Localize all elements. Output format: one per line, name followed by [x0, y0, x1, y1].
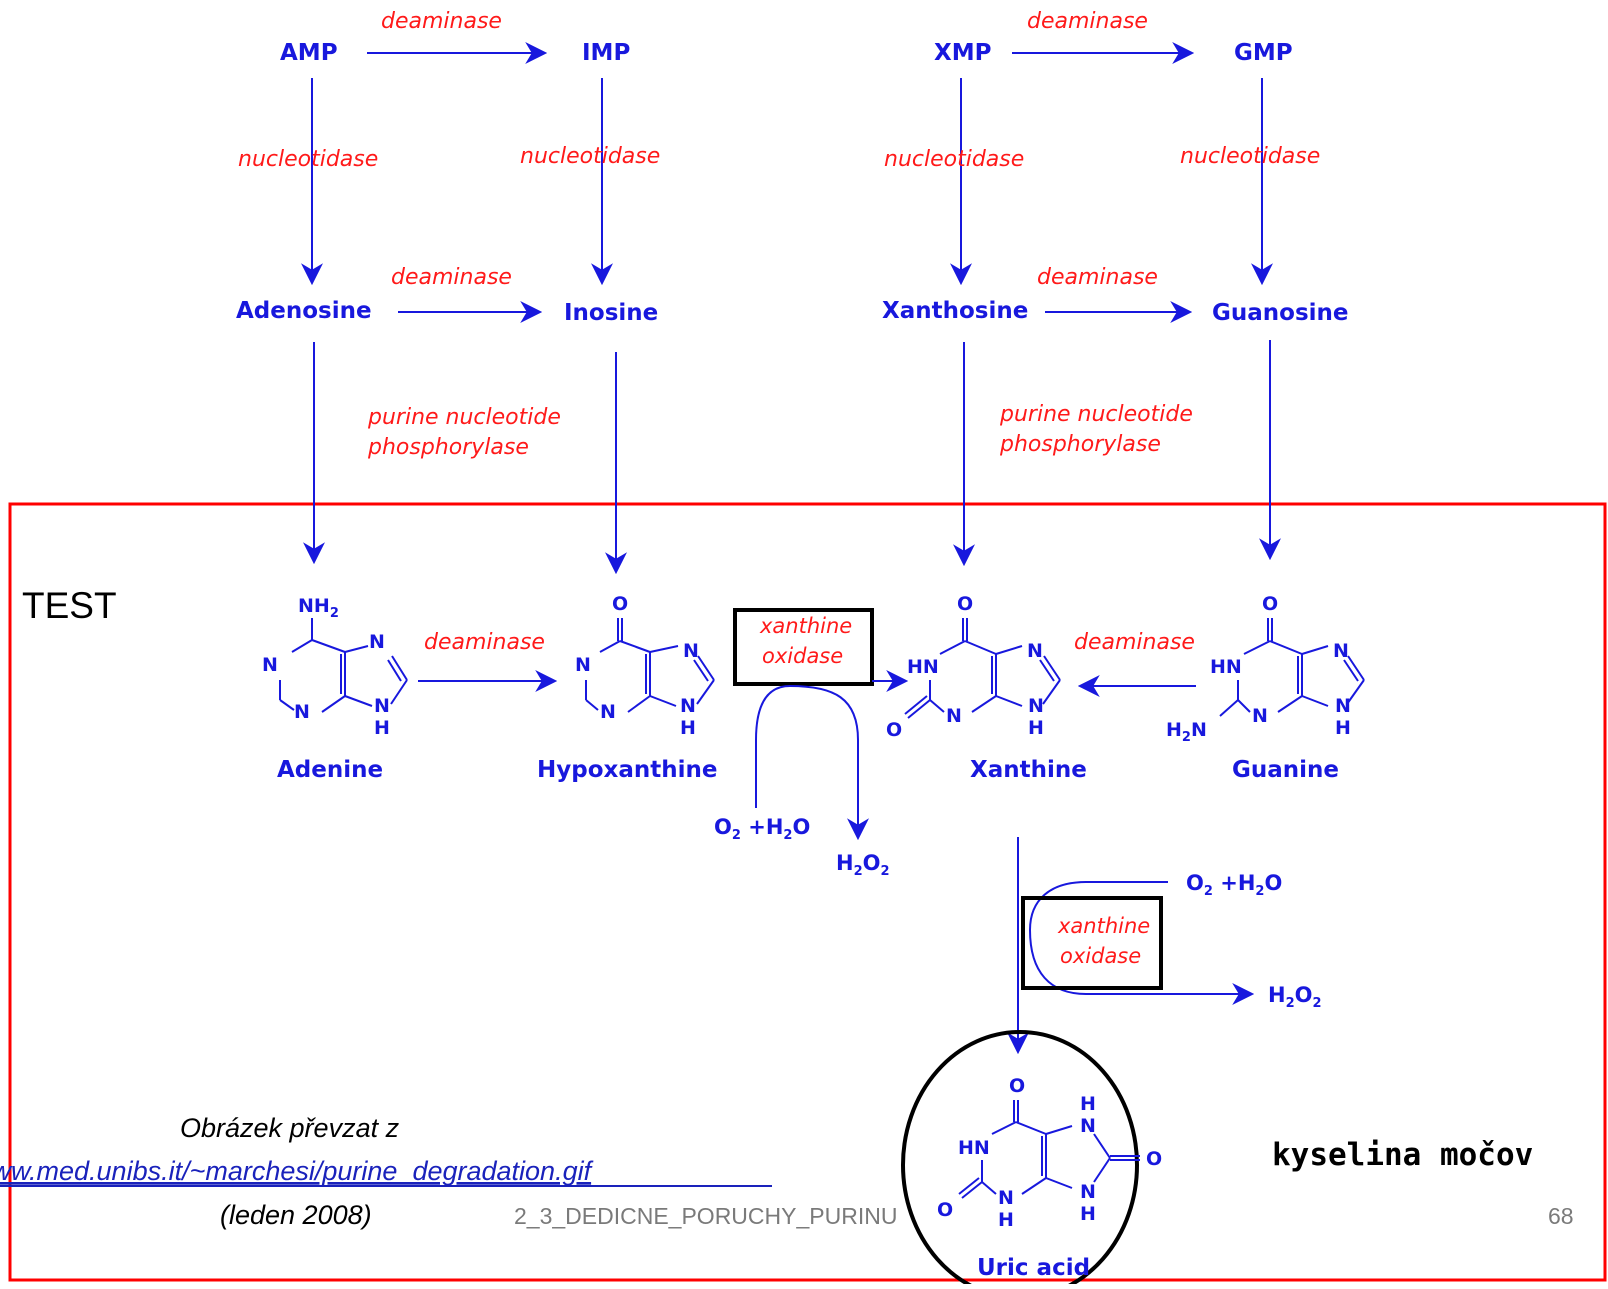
hypoxanthine-h9: H	[680, 717, 696, 739]
xanthine-structure	[904, 618, 1061, 719]
credit-link[interactable]: www.med.unibs.it/~marchesi/purine_degrad…	[0, 1156, 594, 1186]
highlight-frame	[8, 502, 1607, 1282]
enzyme-nucleotidase-4: nucleotidase	[1180, 144, 1320, 169]
adenine-n9: N	[374, 695, 390, 717]
uric-acid-h3: H	[998, 1209, 1014, 1231]
compound-xmp: XMP	[934, 40, 991, 66]
hypoxanthine-n3: N	[600, 701, 616, 723]
cofactor-loop-2	[1028, 881, 1255, 1005]
guanine-o6: O	[1262, 593, 1278, 615]
uric-acid-o8: O	[1146, 1148, 1162, 1170]
enzyme-xanthine-oxidase-1-line2: oxidase	[762, 644, 843, 668]
guanine-hn1: HN	[1210, 656, 1242, 678]
credit-line3: (leden 2008)	[220, 1200, 372, 1230]
uric-acid-structure	[958, 1100, 1140, 1199]
adenine-nh2: NH2	[298, 595, 339, 621]
reagent-h2o2-2: H2O2	[1268, 983, 1322, 1011]
guanine-n3: N	[1252, 705, 1268, 727]
footer-filename: 2_3_DEDICNE_PORUCHY_PURINU	[514, 1203, 897, 1229]
uric-acid-n3: N	[998, 1187, 1014, 1209]
enzyme-nucleotidase-1: nucleotidase	[238, 147, 378, 172]
enzyme-pnp-2-line2: phosphorylase	[999, 432, 1161, 457]
reagent-o2-h2o-1: O2 +H2O	[714, 815, 810, 843]
adenine-n7: N	[369, 631, 385, 653]
hypoxanthine-structure	[585, 618, 715, 713]
xanthine-h9: H	[1028, 717, 1044, 739]
guanine-n9: N	[1335, 695, 1351, 717]
enzyme-pnp-1-line2: phosphorylase	[367, 435, 529, 460]
uric-acid-n9: N	[1080, 1181, 1096, 1203]
xanthine-n9: N	[1028, 695, 1044, 717]
xanthine-o2: O	[886, 719, 902, 741]
xanthine-o6: O	[957, 593, 973, 615]
enzyme-nucleotidase-3: nucleotidase	[884, 147, 1024, 172]
uric-acid-hn1: HN	[958, 1137, 990, 1159]
reagent-o2-h2o-2: O2 +H2O	[1186, 871, 1282, 899]
enzyme-deaminase-xmp: deaminase	[1027, 9, 1148, 34]
guanine-n7: N	[1333, 640, 1349, 662]
compound-hypoxanthine: Hypoxanthine	[537, 757, 717, 783]
reagent-h2o2-1: H2O2	[836, 851, 890, 879]
uric-acid-n7: N	[1080, 1115, 1096, 1137]
uric-acid-o2: O	[937, 1199, 953, 1221]
compound-gmp: GMP	[1234, 40, 1293, 66]
compound-xanthosine: Xanthosine	[882, 298, 1028, 324]
hypoxanthine-n1: N	[575, 654, 591, 676]
enzyme-deaminase-adenosine: deaminase	[391, 265, 512, 290]
hypoxanthine-n7: N	[683, 640, 699, 662]
enzyme-deaminase-xanthosine: deaminase	[1037, 265, 1158, 290]
compound-uric-acid: Uric acid	[977, 1255, 1090, 1281]
enzyme-xanthine-oxidase-2-line2: oxidase	[1060, 944, 1141, 968]
adenine-h9: H	[374, 717, 390, 739]
compound-guanine: Guanine	[1232, 757, 1339, 783]
compound-adenosine: Adenosine	[236, 298, 372, 324]
credit-line1: Obrázek převzat z	[180, 1113, 400, 1143]
guanine-h9: H	[1335, 717, 1351, 739]
guanine-h2n: H2N	[1166, 719, 1207, 745]
cofactor-loop-1	[755, 684, 869, 841]
enzyme-pnp-2-line1: purine nucleotide	[999, 402, 1193, 427]
xanthine-n3: N	[946, 705, 962, 727]
adenine-n3: N	[294, 701, 310, 723]
enzyme-xanthine-oxidase-2-line1: xanthine	[1057, 914, 1150, 938]
enzyme-deaminase-guanine: deaminase	[1074, 630, 1195, 655]
enzyme-xanthine-oxidase-1-line1: xanthine	[759, 614, 852, 638]
adenine-structure	[279, 618, 408, 713]
xanthine-oxidase-box-2	[1021, 896, 1163, 990]
compound-adenine: Adenine	[277, 757, 383, 783]
compound-amp: AMP	[280, 40, 338, 66]
xanthine-hn1: HN	[907, 656, 939, 678]
test-label: TEST	[22, 585, 117, 626]
enzyme-deaminase-adenine: deaminase	[424, 630, 545, 655]
uric-acid-h9: H	[1080, 1203, 1096, 1225]
uric-acid-o6: O	[1009, 1075, 1025, 1097]
uric-acid-h7: H	[1080, 1093, 1096, 1115]
adenine-n1: N	[262, 654, 278, 676]
page-number: 68	[1548, 1203, 1574, 1229]
xanthine-oxidase-box-1	[733, 608, 874, 686]
compound-imp: IMP	[582, 40, 630, 66]
enzyme-deaminase-amp: deaminase	[381, 9, 502, 34]
hypoxanthine-o: O	[612, 593, 628, 615]
enzyme-nucleotidase-2: nucleotidase	[520, 144, 660, 169]
compound-inosine: Inosine	[564, 300, 658, 326]
hypoxanthine-n9: N	[680, 695, 696, 717]
compound-xanthine: Xanthine	[970, 757, 1087, 783]
xanthine-n7: N	[1027, 640, 1043, 662]
compound-guanosine: Guanosine	[1212, 300, 1349, 326]
guanine-structure	[1219, 618, 1365, 717]
kyselina-label: kyselina močov	[1272, 1137, 1533, 1173]
enzyme-pnp-1-line1: purine nucleotide	[367, 405, 561, 430]
uric-acid-circle	[901, 1030, 1139, 1289]
